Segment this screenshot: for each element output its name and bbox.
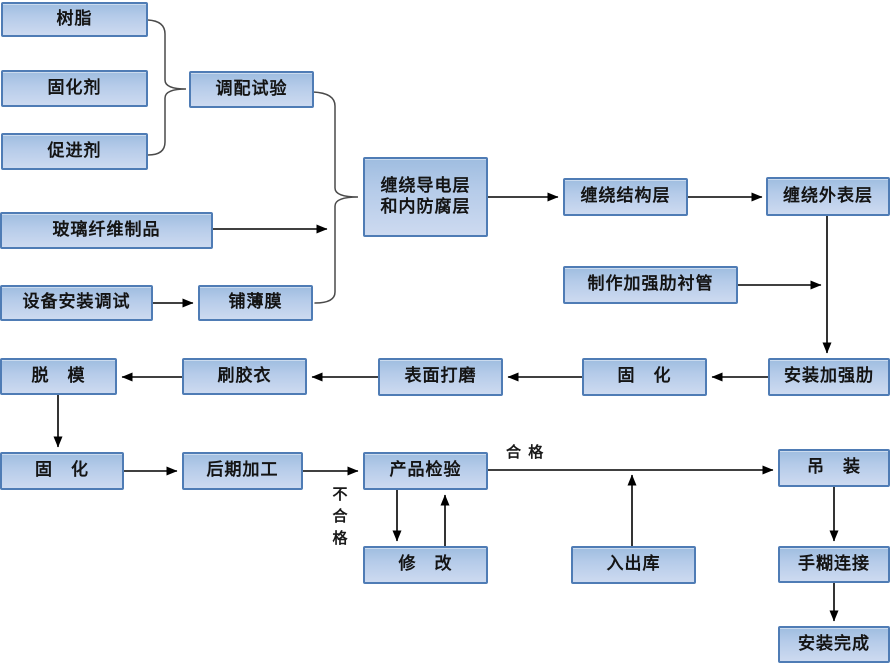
node-surface-grinding: 表面打磨 [378,358,503,396]
node-wind-conductive-layer: 缠绕导电层 和内防腐层 [363,157,488,237]
brace-ingredients-to-blending-test [147,19,187,156]
node-cure-bottom: 固 化 [0,452,124,490]
node-warehouse: 入出库 [571,546,696,584]
node-installation-complete: 安装完成 [778,626,890,663]
node-resin: 树脂 [1,2,148,37]
node-product-inspection: 产品检验 [363,452,488,490]
label-qualified: 合 格 [506,443,545,461]
node-wind-outer-layer: 缠绕外表层 [766,177,890,216]
label-unqualified: 不合格 [332,485,348,547]
node-glass-fiber-products: 玻璃纤维制品 [0,212,213,249]
node-demold: 脱 模 [0,358,117,395]
node-hand-layup-connection: 手糊连接 [778,546,890,583]
node-post-processing: 后期加工 [182,452,303,490]
brace-preparation-to-wind-conductive [312,91,359,304]
node-make-rib-liner: 制作加强肋衬管 [563,266,738,304]
node-equipment-installation: 设备安装调试 [0,285,153,321]
node-brush-gelcoat: 刷胶衣 [182,358,307,395]
node-wind-structural-layer: 缠绕结构层 [563,178,688,216]
node-modification: 修 改 [363,546,488,584]
node-blending-test: 调配试验 [189,71,314,108]
node-cure-mid: 固 化 [582,358,707,396]
node-lay-film: 铺薄膜 [198,285,313,321]
node-install-rib: 安装加强肋 [768,358,890,396]
node-hoisting: 吊 装 [778,449,890,487]
node-curing-agent: 固化剂 [1,70,148,107]
node-accelerator: 促进剂 [1,133,148,170]
